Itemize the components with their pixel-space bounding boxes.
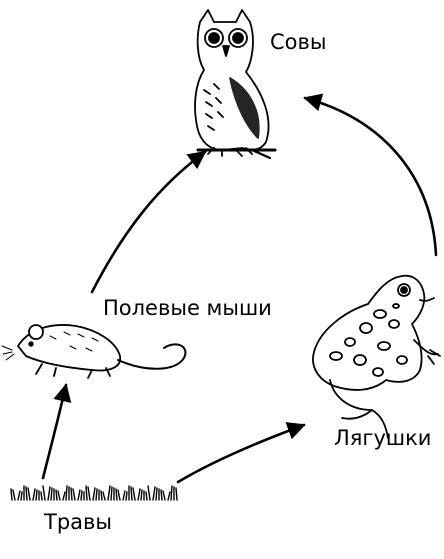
grass-icon (11, 486, 177, 500)
frog-icon (313, 276, 440, 438)
arrow-frogs-to-owls (305, 98, 436, 255)
arrow-grass-to-mice (43, 385, 66, 478)
owl-icon (195, 10, 275, 158)
frogs-label: Лягушки (334, 426, 431, 450)
arrow-mice-to-owls (92, 152, 205, 292)
owls-label: Совы (270, 30, 326, 54)
mice-label: Полевые мыши (103, 296, 272, 320)
arrows (43, 98, 436, 482)
grass-label: Травы (44, 510, 112, 534)
arrow-grass-to-frogs (178, 425, 304, 482)
mouse-icon (2, 325, 185, 378)
